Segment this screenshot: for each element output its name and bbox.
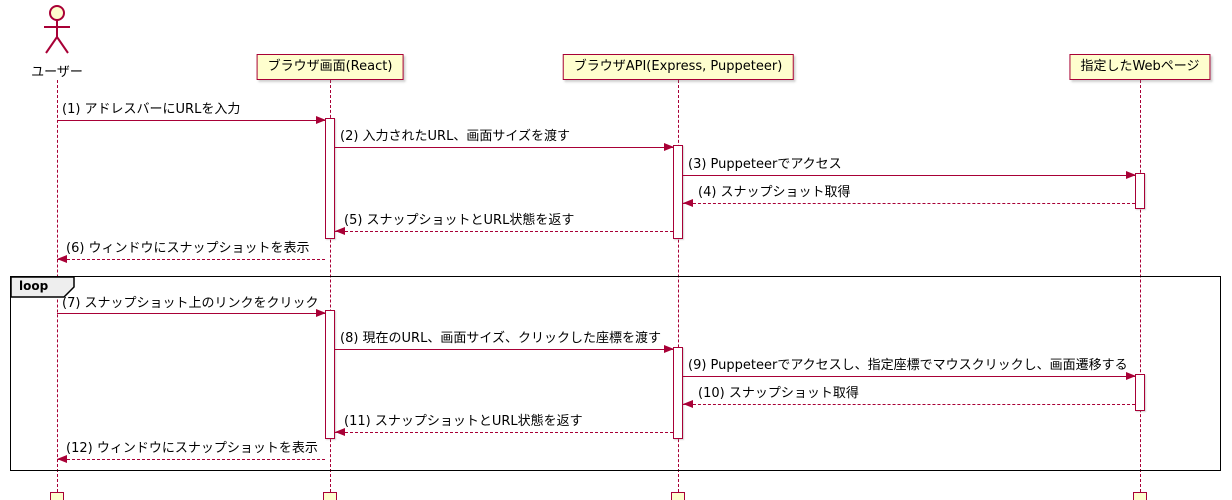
message-10-arrowhead [683,400,693,408]
loop-frame: loop [10,276,1221,471]
lifeline-end-stub [1133,492,1147,500]
lifeline-browser-screen [330,80,331,492]
message-9-arrowhead [1126,372,1136,380]
message-3-arrowhead [1126,171,1136,179]
activation-browser-api-1 [673,145,683,239]
message-9-label: (9) Puppeteerでアクセスし、指定座標でマウスクリックし、画面遷移する [688,358,1128,373]
message-6-line [57,259,325,260]
message-2-arrowhead [664,143,674,151]
message-10-label: (10) スナップショット取得 [698,386,859,401]
message-2-line [335,147,673,148]
message-7-arrowhead [316,309,326,317]
activation-browser-screen-2 [325,310,335,439]
message-5-label: (5) スナップショットとURL状態を返す [344,213,575,228]
message-7-line [57,313,325,314]
actor-icon [44,5,70,54]
message-12-arrowhead [57,455,67,463]
message-5-arrowhead [335,227,345,235]
message-4-arrowhead [683,199,693,207]
lifeline-browser-api [678,80,679,492]
message-11-label: (11) スナップショットとURL状態を返す [344,414,583,429]
actor-label: ユーザー [31,65,83,80]
message-3-label: (3) Puppeteerでアクセス [688,157,842,172]
message-8-label: (8) 現在のURL、画面サイズ、クリックした座標を渡す [340,331,661,346]
message-2-label: (2) 入力されたURL、画面サイズを渡す [340,129,570,144]
message-4-line [683,203,1135,204]
message-11-arrowhead [335,428,345,436]
message-10-line [683,404,1135,405]
activation-browser-api-2 [673,347,683,439]
message-3-line [683,175,1135,176]
message-5-line [335,231,673,232]
lifeline-end-stub [50,492,64,500]
lifeline-end-stub [323,492,337,500]
message-1-arrowhead [316,116,326,124]
participant-web-page: 指定したWebページ [1069,54,1211,80]
activation-web-page-1 [1135,173,1145,209]
message-9-line [683,376,1135,377]
lifeline-web-page [1140,80,1141,492]
lifeline-end-stub [671,492,685,500]
message-6-label: (6) ウィンドウにスナップショットを表示 [66,241,310,256]
loop-tab-shape [11,277,75,298]
message-7-label: (7) スナップショット上のリンクをクリック [62,296,319,311]
message-12-line [57,459,325,460]
participant-browser-screen: ブラウザ画面(React) [256,54,404,80]
activation-browser-screen-1 [325,118,335,239]
message-1-label: (1) アドレスバーにURLを入力 [62,102,241,117]
message-12-label: (12) ウィンドウにスナップショットを表示 [66,441,318,456]
participant-browser-api: ブラウザAPI(Express, Puppeteer) [562,54,794,80]
message-8-line [335,349,673,350]
message-4-label: (4) スナップショット取得 [698,185,851,200]
message-6-arrowhead [57,255,67,263]
message-11-line [335,432,673,433]
message-1-line [57,120,325,121]
loop-label: loop [19,279,49,293]
activation-web-page-2 [1135,374,1145,411]
message-8-arrowhead [664,345,674,353]
